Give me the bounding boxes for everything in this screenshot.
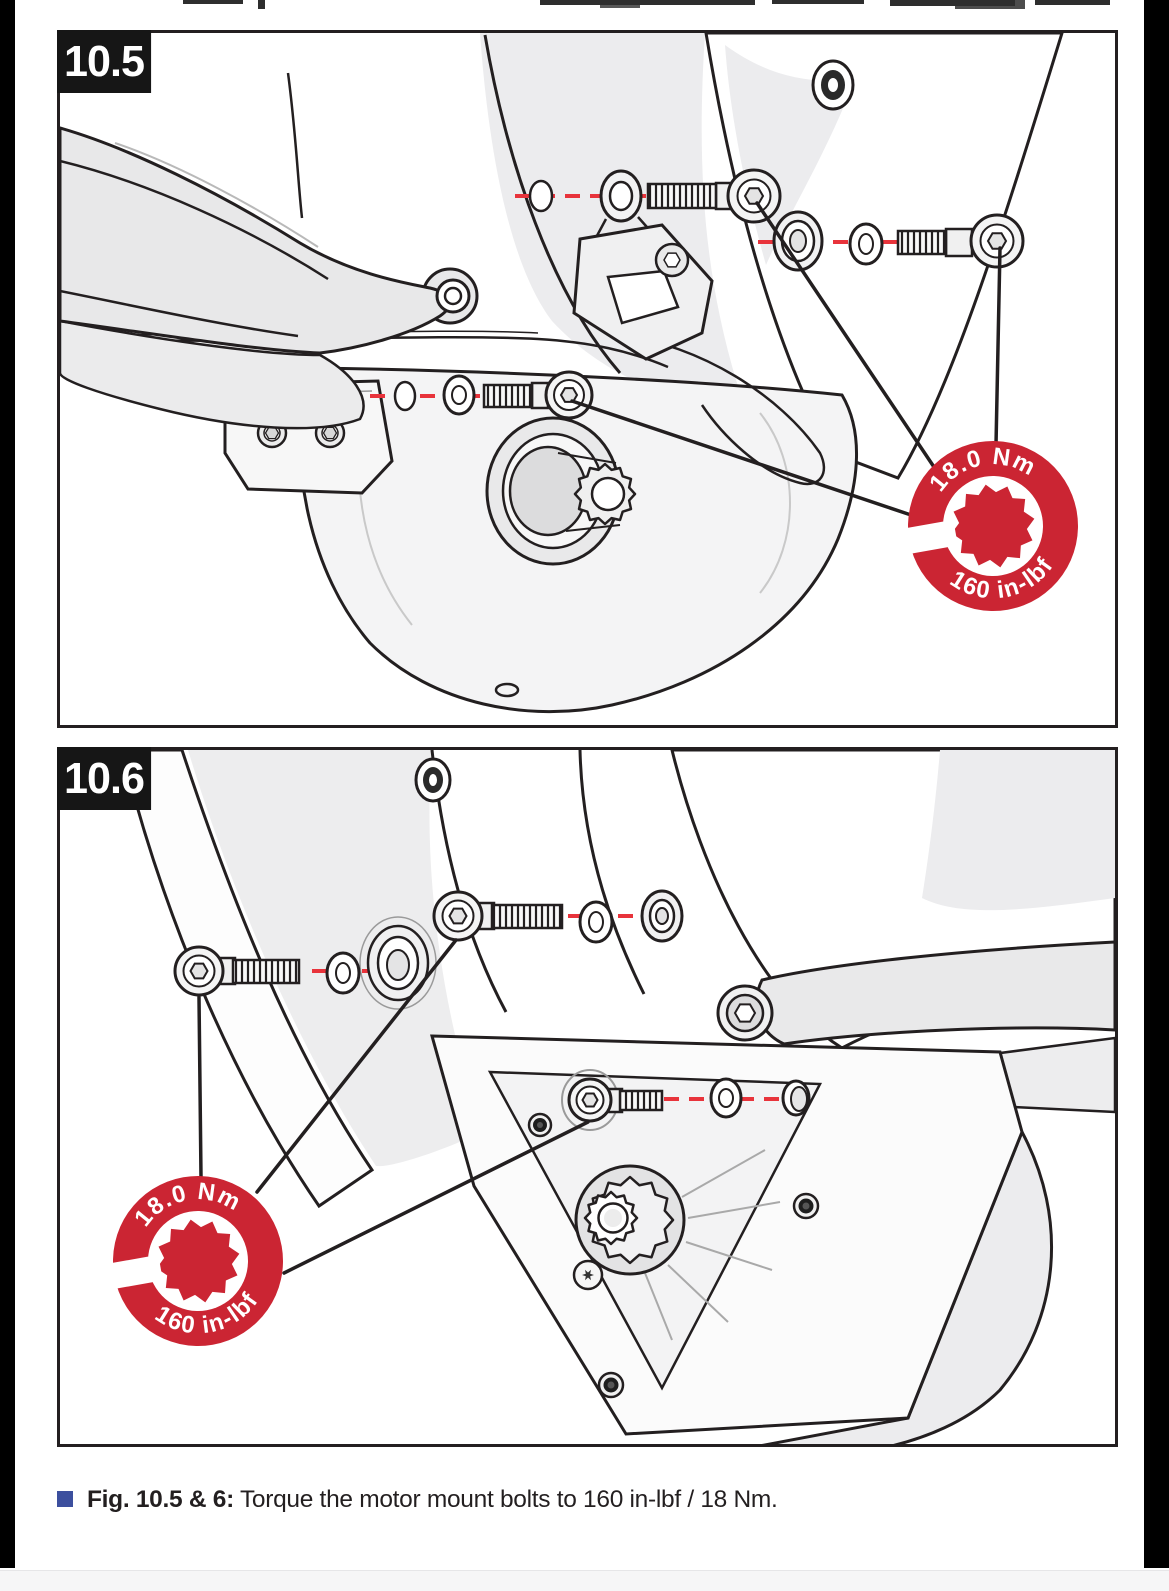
figure-10-6-panel: 10.6 — [57, 747, 1118, 1447]
figure-10-5-panel: 10.5 — [57, 30, 1118, 728]
viewer-bottom-bar — [0, 1570, 1169, 1591]
viewer-right-gutter — [1144, 0, 1169, 1568]
figure-10-5-label: 10.5 — [57, 30, 152, 93]
frame-grommet — [414, 757, 452, 803]
frame-grommet — [811, 59, 855, 111]
bolt-axis-dashes — [312, 914, 808, 1101]
torx-screw — [572, 1259, 604, 1291]
figure-10-6-illustration: 18.0 Nm 160 in-lbf — [101, 750, 1115, 1444]
socket-screw — [527, 1112, 553, 1138]
torque-badge: 18.0 Nm 160 in-lbf — [101, 1169, 283, 1348]
mount-bolt-lower — [393, 370, 594, 420]
torque-wrench — [60, 126, 479, 430]
mount-bolt-left — [173, 916, 437, 1010]
socket-screw — [792, 1192, 820, 1220]
figure-10-5-illustration: 18.0 Nm 160 in-lbf — [60, 33, 1078, 714]
caption-label: Fig. 10.5 & 6: — [87, 1486, 234, 1513]
previous-page-sliver — [0, 0, 1169, 10]
socket-screw — [597, 1371, 625, 1399]
caption-bullet-icon — [57, 1491, 73, 1507]
figure-10-6-label: 10.6 — [57, 747, 152, 810]
torque-badge: 18.0 Nm 160 in-lbf — [896, 434, 1078, 613]
callout-lines — [570, 201, 1002, 517]
callout-lines — [197, 938, 590, 1275]
caption-text: Fig. 10.5 & 6:Torque the motor mount bol… — [87, 1486, 778, 1513]
viewer-left-gutter — [0, 0, 15, 1568]
mount-bolt-lower — [561, 1069, 811, 1131]
figure-caption: Fig. 10.5 & 6:Torque the motor mount bol… — [57, 1486, 1057, 1514]
motor-assembly — [430, 1034, 1054, 1444]
crank-spindle — [485, 416, 637, 566]
chain-guide — [572, 216, 714, 361]
mount-bolt-upper — [528, 168, 782, 361]
crank-spindle — [574, 1164, 686, 1276]
mount-bolt-upper — [432, 889, 684, 944]
